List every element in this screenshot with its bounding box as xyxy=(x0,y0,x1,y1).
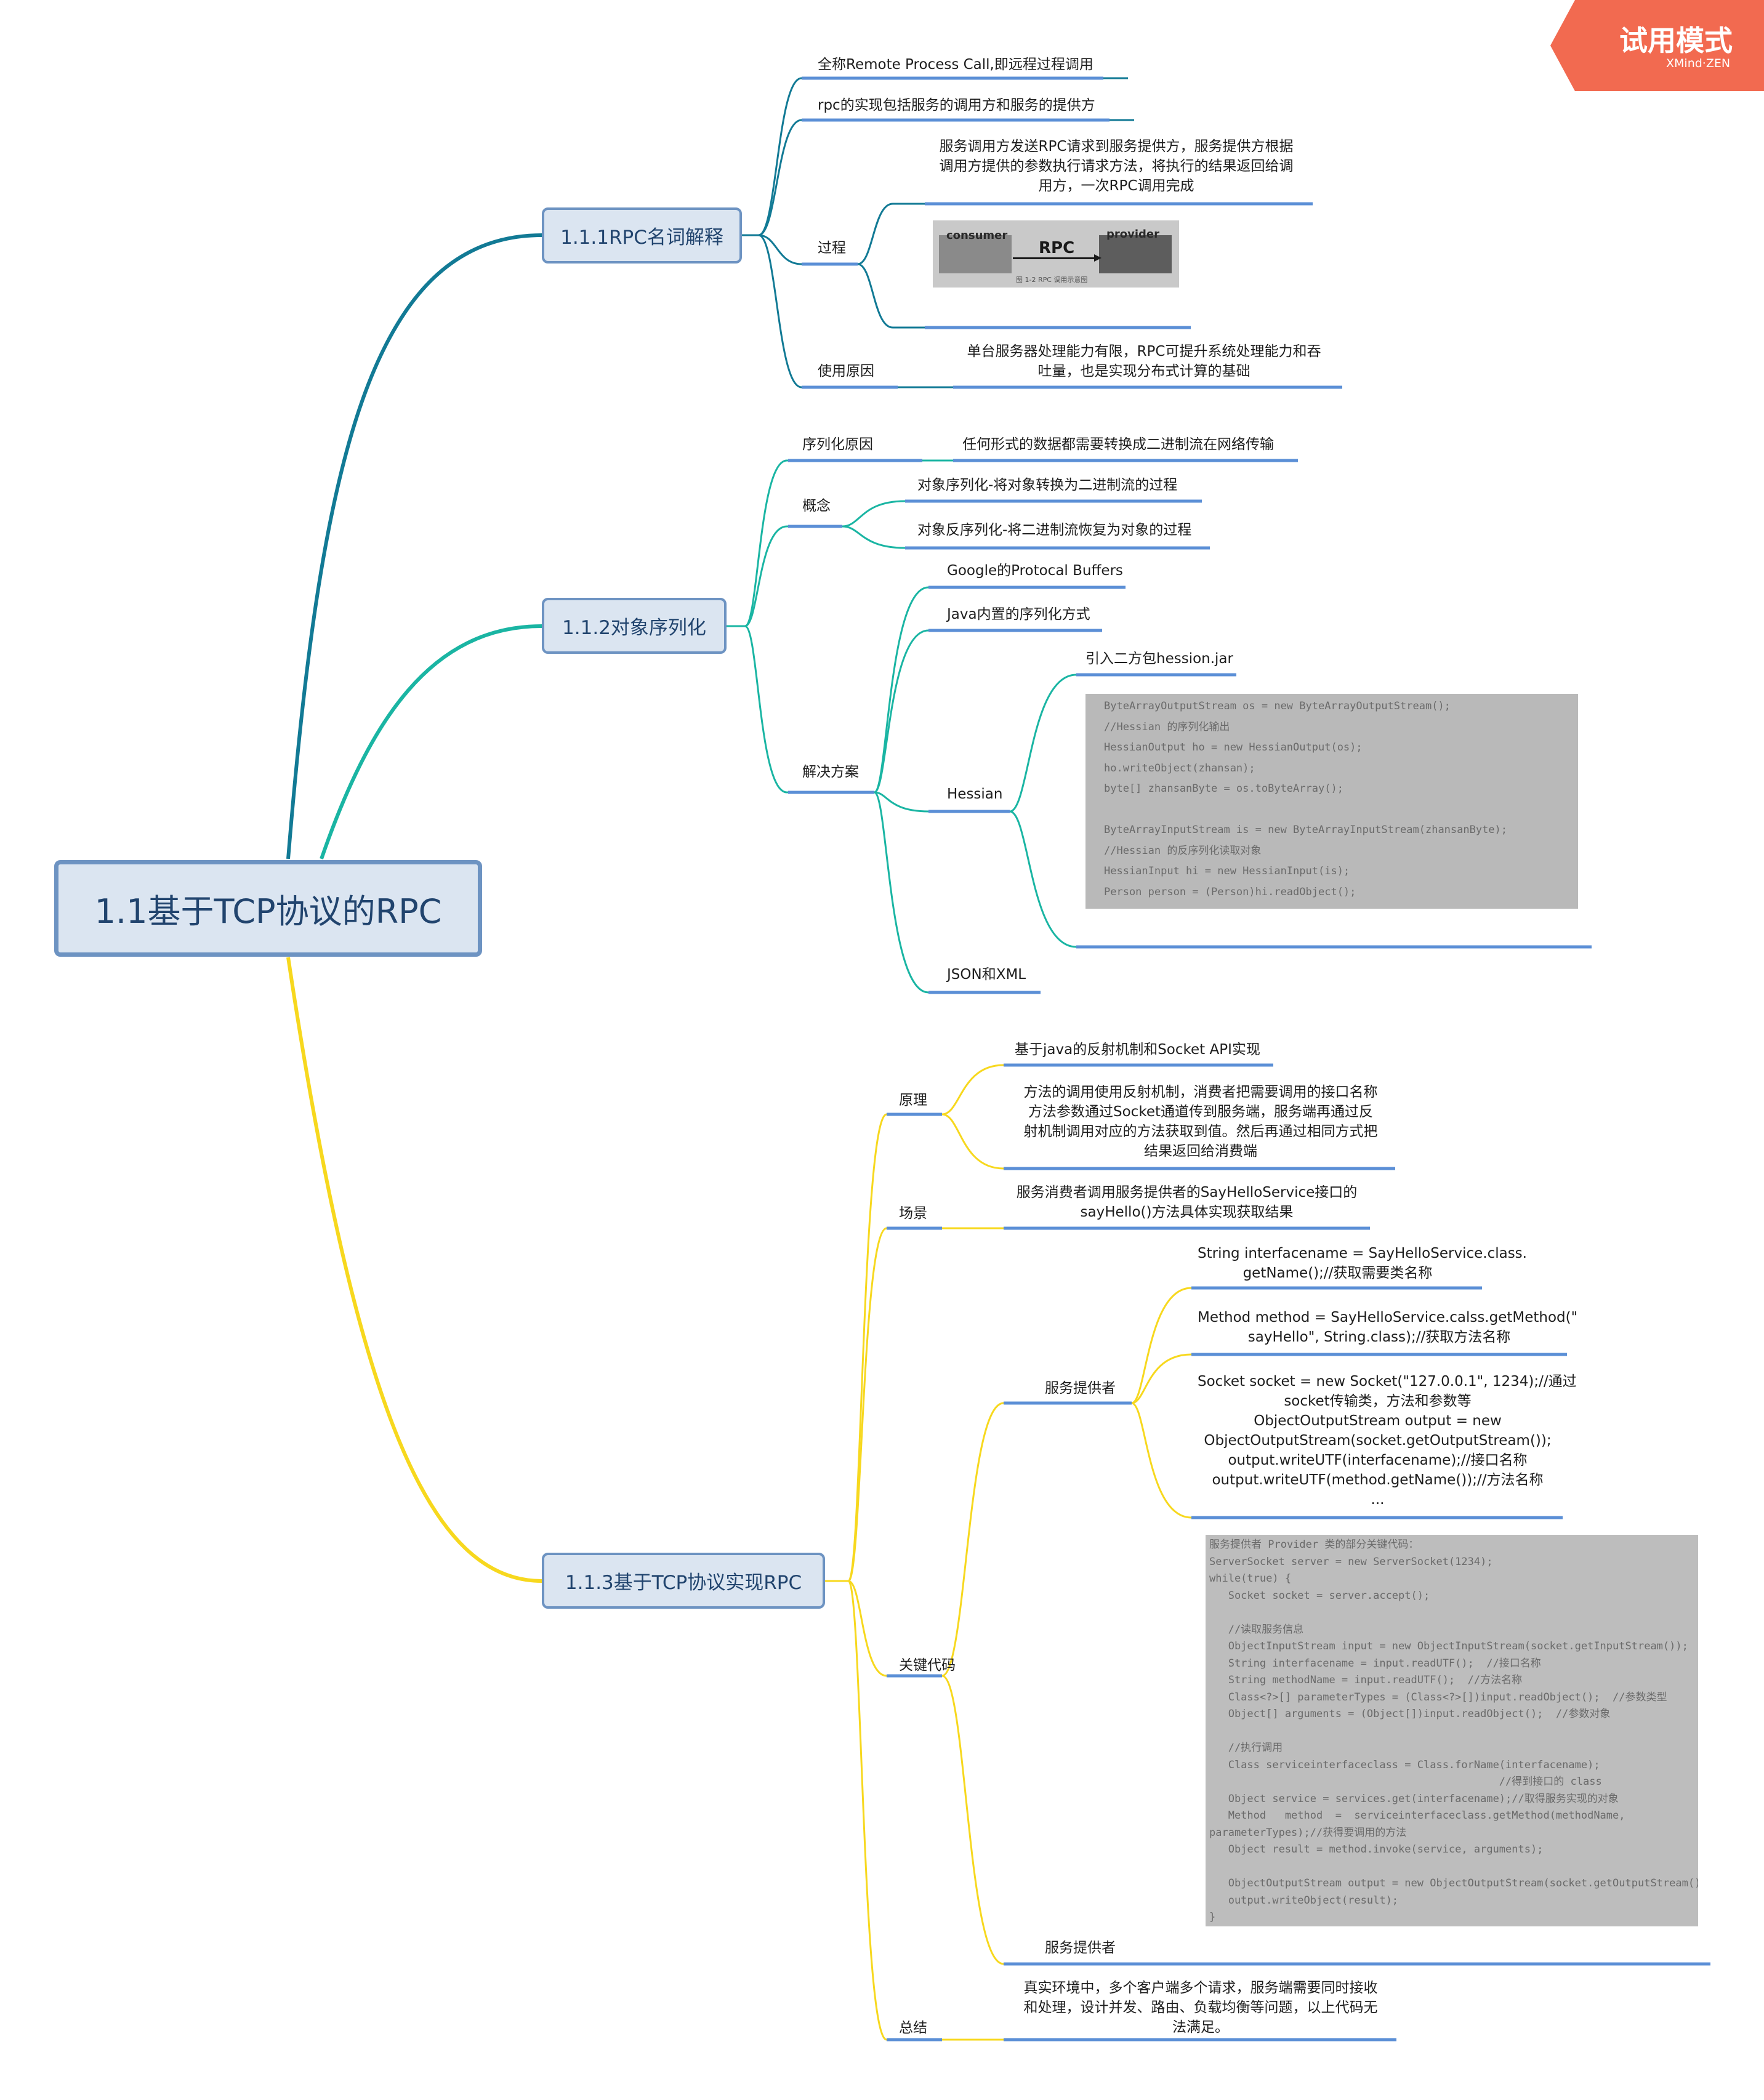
code-line: //Hessian 的反序列化读取对象 xyxy=(1104,844,1262,857)
topic-protocol-buffers[interactable]: Google的Protocal Buffers xyxy=(947,563,1123,579)
topic-process[interactable]: 过程 xyxy=(818,240,846,256)
code-line: Person person = (Person)hi.readObject(); xyxy=(1104,885,1356,898)
topic-code-get-method[interactable]: Method method = SayHelloService.calss.ge… xyxy=(1198,1309,1578,1345)
trial-badge-title: 试用模式 xyxy=(1619,24,1733,57)
root-topic[interactable]: 1.1基于TCP协议的RPC xyxy=(54,860,482,957)
topic-object-serialization[interactable]: 1.1.2对象序列化 xyxy=(542,598,727,654)
topic-json-xml[interactable]: JSON和XML xyxy=(947,967,1026,983)
code-line: ObjectInputStream input = new ObjectInpu… xyxy=(1209,1640,1688,1652)
code-line: String methodName = input.readUTF(); //方… xyxy=(1209,1674,1523,1686)
code-line: Method method = serviceinterfaceclass.ge… xyxy=(1209,1809,1625,1822)
topic-principle[interactable]: 原理 xyxy=(899,1092,927,1108)
topic-concept-deserialize[interactable]: 对象反序列化-将二进制流恢复为对象的过程 xyxy=(917,522,1192,538)
code-line: //Hessian 的序列化输出 xyxy=(1104,720,1230,733)
code-line: output.writeObject(result); xyxy=(1209,1894,1399,1907)
topic-principle-reflection[interactable]: 基于java的反射机制和Socket API实现 xyxy=(1015,1042,1260,1058)
trial-badge-shape xyxy=(1550,0,1764,91)
code-line: byte[] zhansanByte = os.toByteArray(); xyxy=(1104,782,1343,795)
topic-service-provider-code[interactable]: 服务提供者 xyxy=(1045,1940,1116,1956)
code-line: while(true) { xyxy=(1209,1572,1292,1585)
topic-implementation[interactable]: rpc的实现包括服务的调用方和服务的提供方 xyxy=(818,97,1095,113)
code-line: ByteArrayInputStream is = new ByteArrayI… xyxy=(1104,824,1508,836)
topic-solutions[interactable]: 解决方案 xyxy=(802,764,859,780)
provider-code-image: 服务提供者 Provider 类的部分关键代码： ServerSocket ser… xyxy=(1206,1535,1698,1926)
provider-box xyxy=(1099,235,1172,273)
code-line: Class<?>[] parameterTypes = (Class<?>[])… xyxy=(1209,1691,1667,1704)
hessian-code-image: ByteArrayOutputStream os = new ByteArray… xyxy=(1085,694,1578,909)
topic-usage-reason-description[interactable]: 单台服务器处理能力有限，RPC可提升系统处理能力和吞 吐量，也是实现分布式计算的… xyxy=(967,344,1321,379)
code-line: HessianInput hi = new HessianInput(is); xyxy=(1104,865,1350,877)
rpc-arrow-head xyxy=(1094,254,1101,262)
topic-usage-reason[interactable]: 使用原因 xyxy=(818,363,874,379)
topic-service-provider[interactable]: 服务提供者 xyxy=(1045,1380,1116,1396)
code-line: //读取服务信息 xyxy=(1209,1623,1304,1636)
code-line: //执行调用 xyxy=(1209,1742,1283,1754)
consumer-label: consumer xyxy=(946,229,1008,242)
code-line: parameterTypes);//获得要调用的方法 xyxy=(1209,1826,1407,1839)
rpc-label: RPC xyxy=(1039,239,1075,257)
topic-concept[interactable]: 概念 xyxy=(802,498,831,514)
topic-key-code[interactable]: 关键代码 xyxy=(899,1657,956,1673)
topic-code-socket[interactable]: Socket socket = new Socket("127.0.0.1", … xyxy=(1198,1374,1577,1508)
rpc-arrow-line xyxy=(1013,257,1099,259)
code-line: ByteArrayOutputStream os = new ByteArray… xyxy=(1104,700,1451,712)
code-line: String interfacename = input.readUTF(); … xyxy=(1209,1657,1541,1670)
code-line: //得到接口的 class xyxy=(1209,1776,1602,1788)
topic-fullname[interactable]: 全称Remote Process Call,即远程过程调用 xyxy=(818,57,1093,73)
topic-code-interface-name[interactable]: String interfacename = SayHelloService.c… xyxy=(1198,1245,1527,1281)
code-line: Object result = method.invoke(service, a… xyxy=(1209,1843,1544,1856)
topic-java-serialization[interactable]: Java内置的序列化方式 xyxy=(947,606,1090,622)
code-line: } xyxy=(1209,1911,1216,1923)
topic-tcp-rpc[interactable]: 1.1.3基于TCP协议实现RPC xyxy=(542,1553,825,1609)
trial-badge-brand: XMind·ZEN xyxy=(1666,57,1731,70)
code-line: ho.writeObject(zhansan); xyxy=(1104,762,1255,774)
code-line: 服务提供者 Provider 类的部分关键代码： xyxy=(1209,1539,1419,1551)
code-line: ObjectOutputStream output = new ObjectOu… xyxy=(1209,1877,1698,1889)
topic-rpc-definition[interactable]: 1.1.1RPC名词解释 xyxy=(542,207,742,264)
code-line: ServerSocket server = new ServerSocket(1… xyxy=(1209,1555,1493,1568)
code-line: Socket socket = server.accept(); xyxy=(1209,1589,1430,1602)
figure-caption: 图 1-2 RPC 调用示意图 xyxy=(1016,276,1088,284)
topic-scene[interactable]: 场景 xyxy=(899,1205,927,1221)
code-line: Class serviceinterfaceclass = Class.forN… xyxy=(1209,1758,1600,1771)
code-line: Object service = services.get(interfacen… xyxy=(1209,1792,1619,1805)
topic-hessian-jar[interactable]: 引入二方包hession.jar xyxy=(1085,651,1233,667)
topic-process-description[interactable]: 服务调用方发送RPC请求到服务提供方，服务提供方根据 调用方提供的参数执行请求方… xyxy=(939,139,1294,194)
topic-concept-serialize[interactable]: 对象序列化-将对象转换为二进制流的过程 xyxy=(917,477,1178,493)
provider-label: provider xyxy=(1106,228,1160,241)
topic-summary[interactable]: 总结 xyxy=(899,2020,927,2036)
consumer-box xyxy=(939,235,1012,273)
code-line: HessianOutput ho = new HessianOutput(os)… xyxy=(1104,741,1363,754)
topic-hessian[interactable]: Hessian xyxy=(947,786,1003,802)
topic-scene-description[interactable]: 服务消费者调用服务提供者的SayHelloService接口的 sayHello… xyxy=(1016,1185,1358,1220)
topic-serialization-reason[interactable]: 序列化原因 xyxy=(802,436,873,453)
topic-serialization-reason-description[interactable]: 任何形式的数据都需要转换成二进制流在网络传输 xyxy=(962,436,1274,453)
topic-principle-description[interactable]: 方法的调用使用反射机制，消费者把需要调用的接口名称 方法参数通过Socket通道… xyxy=(1023,1084,1378,1159)
code-line: Object[] arguments = (Object[])input.rea… xyxy=(1209,1708,1611,1720)
rpc-diagram-image: consumer provider RPC 图 1-2 RPC 调用示意图 xyxy=(933,220,1179,288)
trial-mode-badge[interactable]: 试用模式 XMind·ZEN xyxy=(1550,0,1764,91)
topic-summary-description[interactable]: 真实环境中，多个客户端多个请求，服务端需要同时接收 和处理，设计并发、路由、负载… xyxy=(1023,1980,1378,2035)
